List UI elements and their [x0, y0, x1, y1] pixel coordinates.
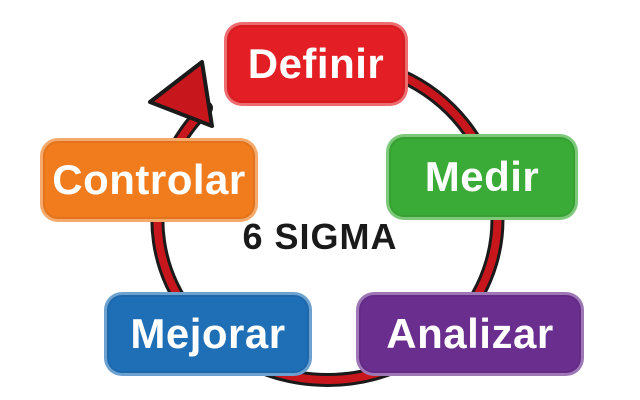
- step-mejorar-box: Mejorar: [104, 292, 312, 376]
- cycle-arrow-head: [148, 60, 214, 128]
- step-controlar-label: Controlar: [52, 156, 246, 203]
- step-controlar-box: Controlar: [40, 138, 258, 222]
- step-analizar-label: Analizar: [386, 310, 554, 357]
- step-medir-box: Medir: [386, 134, 578, 220]
- step-analizar-box: Analizar: [356, 292, 584, 376]
- center-title: 6 SIGMA: [242, 216, 398, 257]
- step-definir-box: Definir: [224, 22, 408, 106]
- step-definir-label: Definir: [247, 40, 385, 87]
- step-medir-label: Medir: [424, 153, 540, 200]
- step-mejorar-label: Mejorar: [130, 310, 286, 357]
